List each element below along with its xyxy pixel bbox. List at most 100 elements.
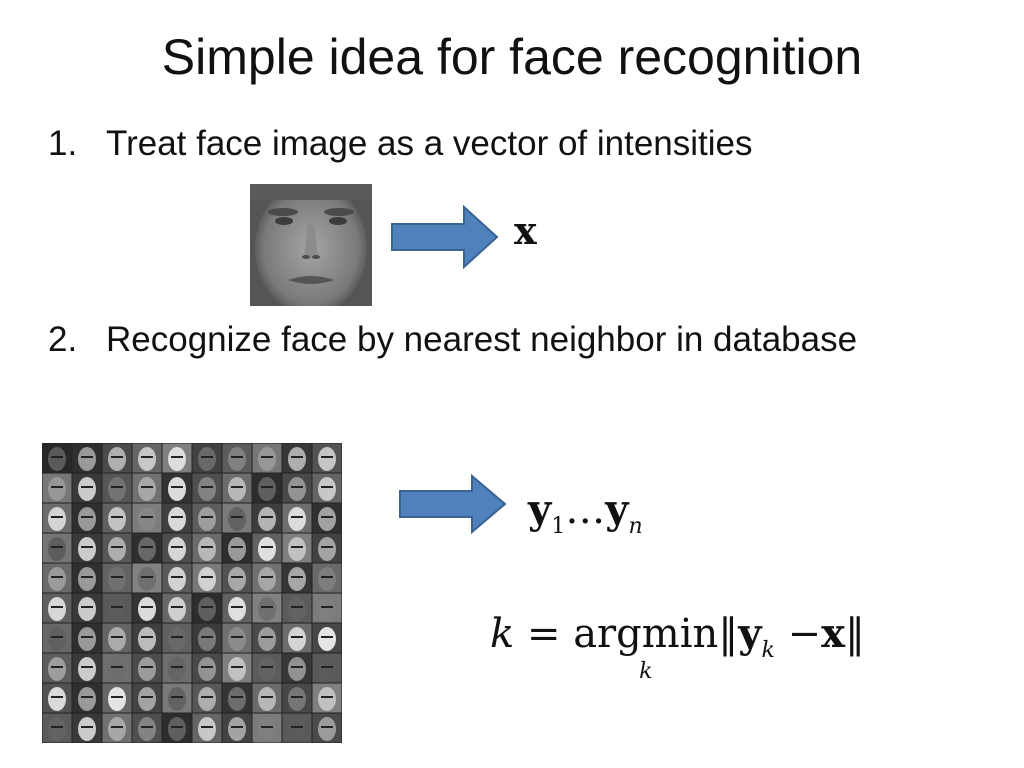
face-thumbnail — [192, 503, 222, 533]
face-thumbnail — [252, 563, 282, 593]
norm-left: ‖ — [718, 611, 739, 657]
face-thumbnail — [192, 533, 222, 563]
face-thumbnail — [72, 533, 102, 563]
y1-symbol: y — [528, 486, 552, 533]
face-thumbnail — [132, 653, 162, 683]
face-thumbnail — [282, 623, 312, 653]
face-thumbnail — [282, 533, 312, 563]
formula-equals: = — [526, 611, 561, 657]
face-thumbnail — [162, 443, 192, 473]
face-thumbnail — [132, 683, 162, 713]
face-thumbnail — [102, 623, 132, 653]
face-thumbnail — [312, 443, 342, 473]
face-thumbnail — [72, 713, 102, 743]
face-thumbnail — [132, 623, 162, 653]
face-thumbnail — [222, 503, 252, 533]
face-thumbnail — [282, 683, 312, 713]
face-thumbnail — [162, 653, 192, 683]
face-thumbnail — [282, 503, 312, 533]
face-thumbnail — [132, 593, 162, 623]
face-database-grid — [42, 443, 342, 743]
slide-title: Simple idea for face recognition — [161, 29, 863, 85]
face-thumbnail — [162, 713, 192, 743]
face-thumbnail — [252, 713, 282, 743]
face-thumbnail — [222, 683, 252, 713]
face-thumbnail — [72, 473, 102, 503]
face-thumbnail — [42, 473, 72, 503]
face-thumbnail — [192, 683, 222, 713]
face-thumbnail — [72, 563, 102, 593]
face-thumbnail — [42, 713, 72, 743]
yn-symbol: y — [605, 486, 629, 533]
face-thumbnail — [42, 533, 72, 563]
norm-right: ‖ — [844, 611, 865, 657]
face-thumbnail — [192, 713, 222, 743]
face-thumbnail — [312, 623, 342, 653]
face-thumbnail — [132, 563, 162, 593]
face-thumbnail — [192, 623, 222, 653]
face-thumbnail — [72, 593, 102, 623]
face-thumbnail — [132, 443, 162, 473]
list-number-2: 2. — [48, 320, 78, 359]
face-thumbnail — [102, 443, 132, 473]
face-thumbnail — [132, 473, 162, 503]
face-thumbnail — [42, 683, 72, 713]
face-thumbnail — [162, 683, 192, 713]
yn-subscript: n — [628, 514, 643, 539]
formula-minus: − — [787, 611, 822, 657]
formula-y: y — [738, 610, 762, 657]
face-thumbnail — [162, 623, 192, 653]
argmin-subscript: k — [639, 659, 653, 684]
face-thumbnail — [252, 653, 282, 683]
face-thumbnail — [312, 563, 342, 593]
face-thumbnail — [132, 533, 162, 563]
face-image — [250, 184, 372, 306]
face-thumbnail — [282, 653, 312, 683]
list-item-1: 1.Treat face image as a vector of intens… — [48, 124, 753, 164]
face-thumbnail — [192, 563, 222, 593]
face-thumbnail — [252, 623, 282, 653]
face-thumbnail — [72, 503, 102, 533]
face-thumbnail — [282, 563, 312, 593]
face-thumbnail — [162, 503, 192, 533]
face-thumbnail — [42, 503, 72, 533]
face-thumbnail — [252, 443, 282, 473]
face-thumbnail — [72, 653, 102, 683]
face-thumbnail — [192, 593, 222, 623]
face-thumbnail — [282, 473, 312, 503]
face-thumbnail — [102, 653, 132, 683]
face-thumbnail — [222, 533, 252, 563]
face-thumbnail — [282, 443, 312, 473]
face-thumbnail — [192, 443, 222, 473]
face-thumbnail — [102, 563, 132, 593]
face-thumbnail — [132, 713, 162, 743]
face-thumbnail — [312, 593, 342, 623]
list-text-2: Recognize face by nearest neighbor in da… — [106, 320, 858, 359]
face-thumbnail — [222, 653, 252, 683]
face-thumbnail — [222, 593, 252, 623]
face-thumbnail — [312, 533, 342, 563]
face-thumbnail — [252, 593, 282, 623]
face-thumbnail — [192, 473, 222, 503]
face-thumbnail — [222, 443, 252, 473]
face-thumbnail — [252, 473, 282, 503]
face-thumbnail — [132, 503, 162, 533]
face-thumbnail — [222, 713, 252, 743]
list-item-2: 2. Recognize face by nearest neighbor in … — [48, 320, 857, 360]
face-thumbnail — [72, 443, 102, 473]
face-thumbnail — [162, 533, 192, 563]
face-thumbnail — [42, 623, 72, 653]
face-thumbnail — [102, 503, 132, 533]
database-vectors: y1…yn — [528, 486, 643, 539]
face-thumbnail — [42, 563, 72, 593]
face-thumbnail — [312, 683, 342, 713]
face-thumbnail — [42, 593, 72, 623]
face-thumbnail — [282, 713, 312, 743]
formula-x: x — [821, 610, 845, 657]
face-thumbnail — [42, 653, 72, 683]
face-thumbnail — [282, 593, 312, 623]
face-thumbnail — [102, 473, 132, 503]
face-thumbnail — [252, 503, 282, 533]
face-thumbnail — [162, 593, 192, 623]
